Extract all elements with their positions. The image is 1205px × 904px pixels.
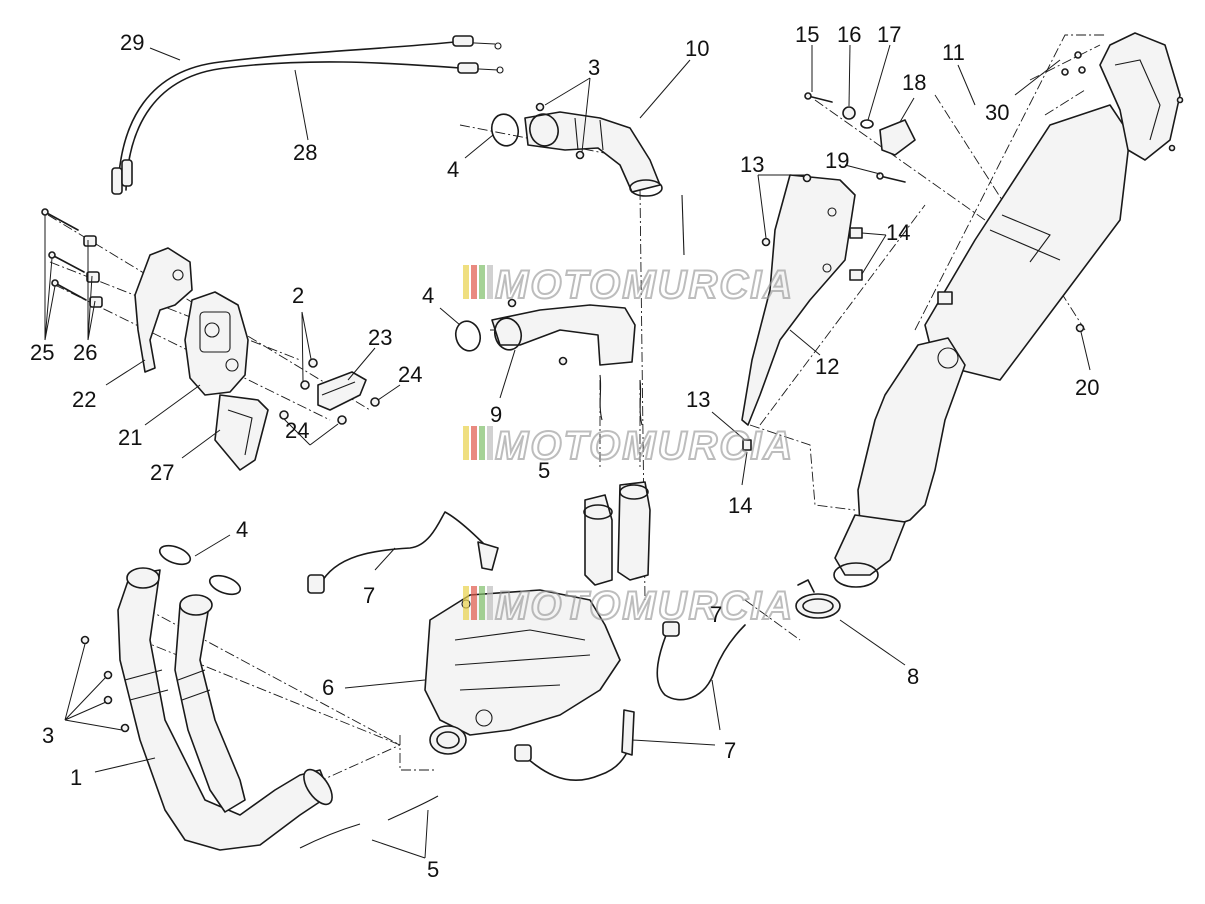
callout-labels: 29 28 25 26 22 21 27 2 23 24 24 3 10 4 4… [30, 22, 1099, 882]
callout-14: 14 [886, 220, 910, 245]
pipe-clamp [795, 579, 841, 619]
watermark-stripe [487, 426, 493, 460]
callout-22: 22 [72, 387, 96, 412]
callout-4: 4 [236, 517, 248, 542]
callout-1: 1 [70, 765, 82, 790]
callout-14: 14 [728, 493, 752, 518]
callout-7: 7 [710, 602, 722, 627]
callout-7: 7 [363, 583, 375, 608]
callout-18: 18 [902, 70, 926, 95]
callout-4: 4 [422, 283, 434, 308]
callout-10: 10 [685, 36, 709, 61]
silencer-bracket [741, 92, 916, 451]
watermark-stripe [479, 426, 485, 460]
callout-16: 16 [837, 22, 861, 47]
callout-24: 24 [285, 418, 309, 443]
callout-15: 15 [795, 22, 819, 47]
callout-5: 5 [427, 857, 439, 882]
callout-6: 6 [322, 675, 334, 700]
callout-7: 7 [724, 738, 736, 763]
callout-13: 13 [740, 152, 764, 177]
pre-silencer [424, 481, 651, 755]
throttle-cables [111, 35, 504, 195]
callout-26: 26 [73, 340, 97, 365]
callout-3: 3 [42, 723, 54, 748]
watermark-text: MOTOMURCIA [495, 263, 794, 307]
watermark-stripe [479, 265, 485, 299]
callout-13: 13 [686, 387, 710, 412]
watermark-stripe [479, 586, 485, 620]
callout-20: 20 [1075, 375, 1099, 400]
callout-24: 24 [398, 362, 422, 387]
watermark-stripe [487, 586, 493, 620]
exhaust-headers [80, 544, 439, 851]
watermark-top: MOTOMURCIA [463, 262, 794, 308]
callout-25: 25 [30, 340, 54, 365]
exhaust-valve-actuator [41, 208, 380, 471]
lambda-sensors [307, 511, 746, 781]
watermark-stripe [471, 426, 477, 460]
callout-4: 4 [447, 157, 459, 182]
callout-23: 23 [368, 325, 392, 350]
watermark-stripe [463, 426, 469, 460]
watermark-stripe [463, 586, 469, 620]
link-pipe-upper [490, 102, 685, 256]
callout-30: 30 [985, 100, 1009, 125]
watermark-stripe [463, 265, 469, 299]
callout-12: 12 [815, 354, 839, 379]
callout-17: 17 [877, 22, 901, 47]
callout-21: 21 [118, 425, 142, 450]
callout-29: 29 [120, 30, 144, 55]
watermark-stripe [487, 265, 493, 299]
callout-28: 28 [293, 140, 317, 165]
callout-11: 11 [942, 40, 965, 65]
leader-lines [44, 44, 1091, 859]
callout-8: 8 [907, 664, 919, 689]
callout-19: 19 [825, 148, 849, 173]
silencer [833, 32, 1184, 588]
watermark-text: MOTOMURCIA [495, 424, 794, 468]
watermark-bottom: MOTOMURCIA [463, 583, 794, 629]
callout-27: 27 [150, 460, 174, 485]
callout-9: 9 [490, 402, 502, 427]
watermark-text: MOTOMURCIA [495, 584, 794, 628]
link-pipe-middle [454, 298, 643, 426]
callout-3: 3 [588, 55, 600, 80]
callout-5: 5 [538, 458, 550, 483]
watermark-stripe [471, 265, 477, 299]
watermark-stripe [471, 586, 477, 620]
watermark-middle: MOTOMURCIA [463, 423, 794, 469]
callout-2: 2 [292, 283, 304, 308]
